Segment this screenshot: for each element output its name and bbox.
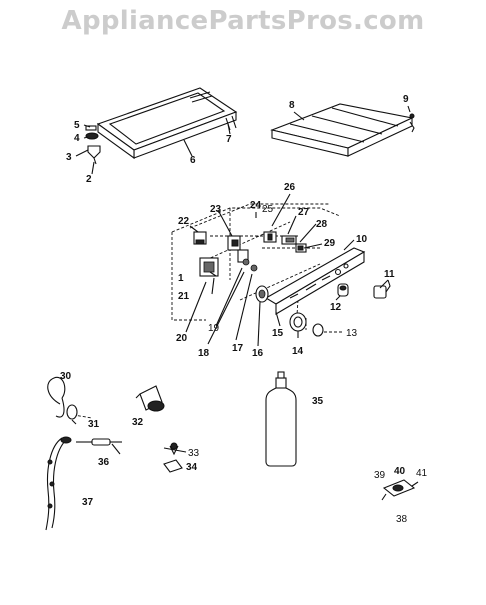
callout-29: 29 [324,238,336,249]
callout-24: 24 [250,200,262,211]
callout-38: 38 [396,514,408,525]
top-panel [270,103,415,157]
callout-21: 21 [178,291,190,302]
callout-6: 6 [190,155,196,166]
latch-assembly [381,479,419,501]
callout-17: 17 [232,343,244,354]
callout-19: 19 [208,323,220,334]
callout-31: 31 [88,419,100,430]
callout-13: 13 [346,328,358,339]
callout-labels: 5 4 3 2 6 7 8 9 26 24 25 23 22 27 28 29 … [60,94,428,525]
callout-35: 35 [312,396,324,407]
screw-and-clip [163,442,183,473]
callout-41: 41 [416,468,428,479]
callout-5: 5 [74,120,80,131]
callout-1: 1 [178,273,184,284]
callout-3: 3 [66,152,72,163]
callout-22: 22 [178,216,190,227]
wire-harness [45,436,72,531]
callout-34: 34 [186,462,198,473]
control-panel [171,203,391,337]
connector [76,438,122,455]
callout-37: 37 [82,497,94,508]
callout-14: 14 [292,346,304,357]
callout-8: 8 [289,100,295,111]
callout-7: 7 [226,134,232,145]
callout-36: 36 [98,457,110,468]
callout-32: 32 [132,417,144,428]
callout-27: 27 [298,207,310,218]
callout-18: 18 [198,348,210,359]
callout-25: 25 [262,204,274,215]
callout-2: 2 [86,174,92,185]
bottle [265,371,297,467]
callout-28: 28 [316,219,328,230]
callout-12: 12 [330,302,342,313]
hinge-parts [85,125,101,165]
leader-lines [71,105,411,453]
callout-20: 20 [176,333,188,344]
cord-clip [47,376,93,420]
callout-33: 33 [188,448,200,459]
lid-assembly [96,87,238,160]
callout-11: 11 [384,269,395,280]
callout-30: 30 [60,371,72,382]
callout-15: 15 [272,328,284,339]
bracket [135,385,165,412]
callout-40: 40 [394,466,406,477]
watermark: AppliancePartsPros.com [61,6,425,36]
callout-39: 39 [374,470,386,481]
callout-9: 9 [403,94,409,105]
callout-23: 23 [210,204,222,215]
callout-10: 10 [356,234,368,245]
callout-26: 26 [284,182,296,193]
callout-16: 16 [252,348,264,359]
callout-4: 4 [74,133,80,144]
